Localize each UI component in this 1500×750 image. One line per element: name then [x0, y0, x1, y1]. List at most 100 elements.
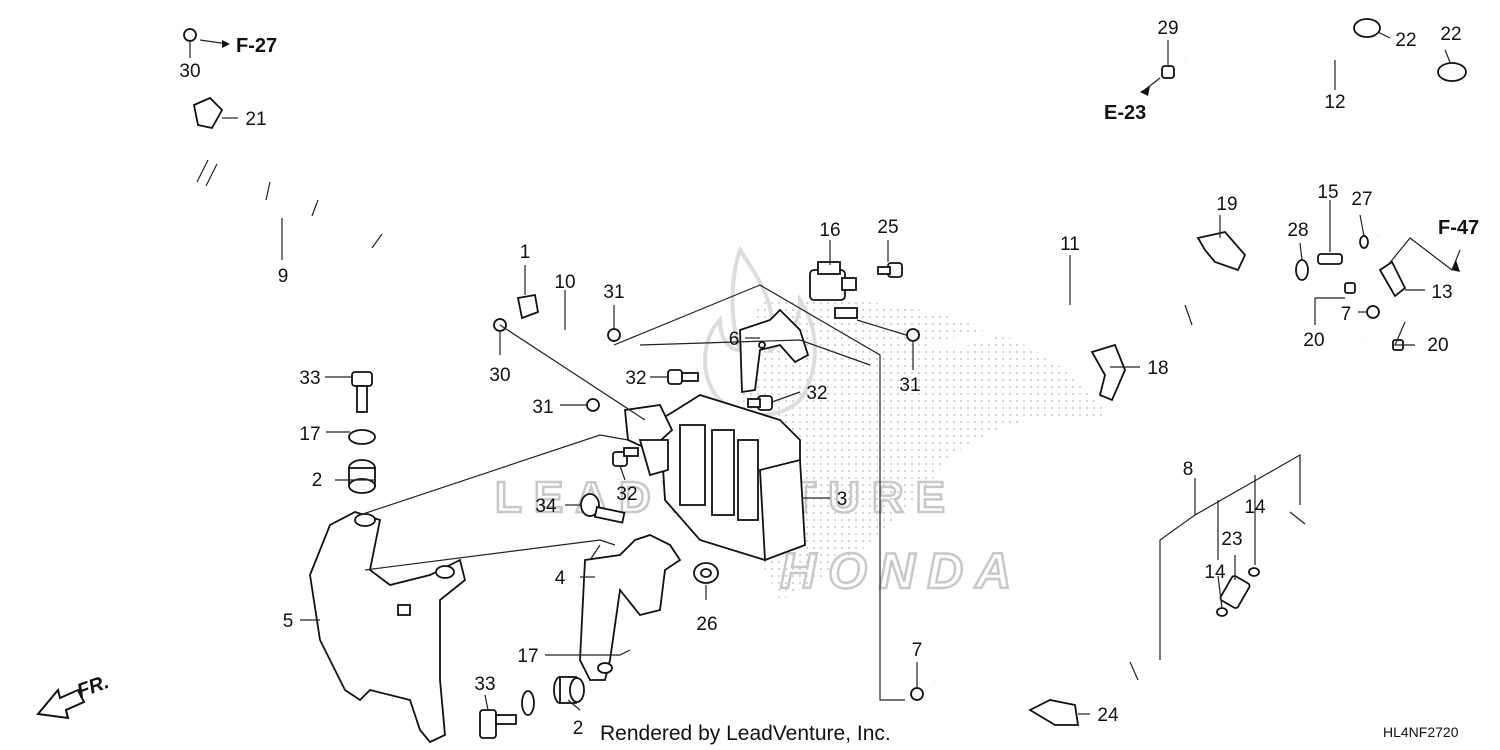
callout-28[interactable]: 28 — [1287, 220, 1308, 241]
clamp-30-upper — [183, 28, 197, 42]
callout-29[interactable]: 29 — [1157, 18, 1178, 39]
clamp-22-b — [1437, 62, 1467, 82]
bracket-4 — [579, 534, 682, 681]
callout-17-upper[interactable]: 17 — [299, 424, 320, 445]
callout-32-a[interactable]: 32 — [625, 368, 646, 389]
callout-11[interactable]: 11 — [1060, 234, 1080, 255]
callout-24[interactable]: 24 — [1097, 705, 1119, 726]
callout-33-upper[interactable]: 33 — [299, 368, 320, 389]
callout-6[interactable]: 6 — [729, 329, 740, 350]
callout-16[interactable]: 16 — [819, 220, 840, 241]
hose-9 — [39, 18, 494, 324]
callout-30-upper[interactable]: 30 — [179, 61, 200, 82]
purge-valve-16 — [809, 261, 858, 319]
bolt-34 — [580, 493, 626, 524]
callout-21[interactable]: 21 — [245, 109, 266, 130]
clamp-7-a — [1366, 305, 1380, 319]
cap-29 — [1161, 65, 1175, 79]
callout-15[interactable]: 15 — [1317, 182, 1338, 203]
callout-30-lower[interactable]: 30 — [489, 365, 510, 386]
callout-26[interactable]: 26 — [696, 614, 717, 635]
hose-10 — [523, 312, 603, 394]
clamp-22-a — [1353, 18, 1381, 38]
ref-e23[interactable]: E-23 — [1104, 102, 1146, 124]
grommet-2-lower — [553, 676, 585, 704]
callout-31-upper[interactable]: 31 — [603, 282, 624, 303]
callout-32-b[interactable]: 32 — [806, 383, 827, 404]
clamp-31-a — [607, 328, 621, 342]
callout-32-c[interactable]: 32 — [616, 484, 637, 505]
ring-28 — [1295, 259, 1309, 281]
clip-1 — [516, 293, 540, 320]
callout-23[interactable]: 23 — [1221, 529, 1242, 550]
callout-14-right[interactable]: 14 — [1244, 497, 1266, 518]
hose-11 — [929, 270, 1293, 350]
callout-2-upper[interactable]: 2 — [312, 470, 323, 491]
callout-27[interactable]: 27 — [1351, 189, 1372, 210]
callout-34[interactable]: 34 — [535, 496, 557, 517]
bracket-6 — [739, 308, 810, 394]
callout-31-right[interactable]: 31 — [899, 375, 920, 396]
washer-17-upper — [348, 429, 376, 445]
leader-lines — [189, 31, 1461, 715]
callout-8[interactable]: 8 — [1183, 459, 1194, 480]
hose-8 — [933, 338, 1367, 695]
clamp-20-a — [1344, 282, 1356, 294]
e23-arrow-icon — [1140, 86, 1150, 96]
callout-20-left[interactable]: 20 — [1303, 330, 1324, 351]
bolt-33-lower — [479, 709, 517, 739]
callout-17-lower[interactable]: 17 — [517, 646, 538, 667]
callout-4[interactable]: 4 — [555, 568, 566, 589]
callout-33-lower[interactable]: 33 — [474, 674, 495, 695]
clamp-31-c — [906, 328, 920, 342]
callout-22-right[interactable]: 22 — [1440, 24, 1461, 45]
callout-19[interactable]: 19 — [1216, 194, 1237, 215]
clamp-14-a — [1216, 607, 1228, 617]
rendered-by-text: Rendered by LeadVenture, Inc. — [600, 722, 891, 745]
callout-2-lower[interactable]: 2 — [573, 718, 584, 739]
washer-17-lower — [521, 690, 535, 716]
callout-5[interactable]: 5 — [283, 611, 294, 632]
clip-19 — [1196, 231, 1247, 272]
f47-arrow-icon — [1452, 260, 1460, 272]
clip-24 — [1028, 699, 1080, 726]
clamp-7-b — [910, 687, 924, 701]
f27-arrow-icon — [222, 40, 230, 48]
clip-18 — [1090, 343, 1126, 402]
watermark: LEADVENTURE HONDA — [494, 245, 1110, 600]
joint-23 — [1219, 575, 1251, 609]
callout-22-left[interactable]: 22 — [1395, 30, 1416, 51]
ref-f47[interactable]: F-47 — [1438, 217, 1479, 239]
callout-10[interactable]: 10 — [554, 272, 575, 293]
clip-21 — [192, 96, 224, 130]
callout-7-bottom[interactable]: 7 — [912, 640, 923, 661]
callout-31-left[interactable]: 31 — [532, 397, 553, 418]
diagram-code: HL4NF2720 — [1383, 724, 1459, 740]
callout-13[interactable]: 13 — [1431, 282, 1452, 303]
callout-1[interactable]: 1 — [520, 242, 531, 263]
callout-3[interactable]: 3 — [837, 489, 848, 510]
callout-12[interactable]: 12 — [1324, 92, 1345, 113]
clamp-31-b — [586, 398, 600, 412]
watermark-logo-text: HONDA — [780, 543, 1023, 599]
nut-26 — [693, 562, 719, 584]
bolt-32-b — [747, 395, 773, 411]
ring-27 — [1359, 235, 1369, 249]
bolt-25 — [877, 262, 903, 278]
callout-20-right[interactable]: 20 — [1427, 335, 1448, 356]
watermark-wing-logo — [720, 298, 1110, 600]
callout-14-left[interactable]: 14 — [1204, 562, 1226, 583]
callout-9[interactable]: 9 — [278, 266, 289, 287]
ref-f27[interactable]: F-27 — [236, 35, 277, 57]
callout-18[interactable]: 18 — [1147, 358, 1168, 379]
callout-25[interactable]: 25 — [877, 217, 898, 238]
references: F-27 E-23 F-47 FR. — [36, 35, 1479, 720]
front-label: FR. — [74, 671, 112, 703]
callout-7-right[interactable]: 7 — [1341, 304, 1352, 325]
joint-13 — [1378, 260, 1407, 298]
bolt-32-c — [612, 447, 639, 467]
bolt-32-a — [667, 369, 699, 385]
bolt-33-upper — [351, 371, 373, 413]
clamp-14-b — [1248, 567, 1260, 577]
